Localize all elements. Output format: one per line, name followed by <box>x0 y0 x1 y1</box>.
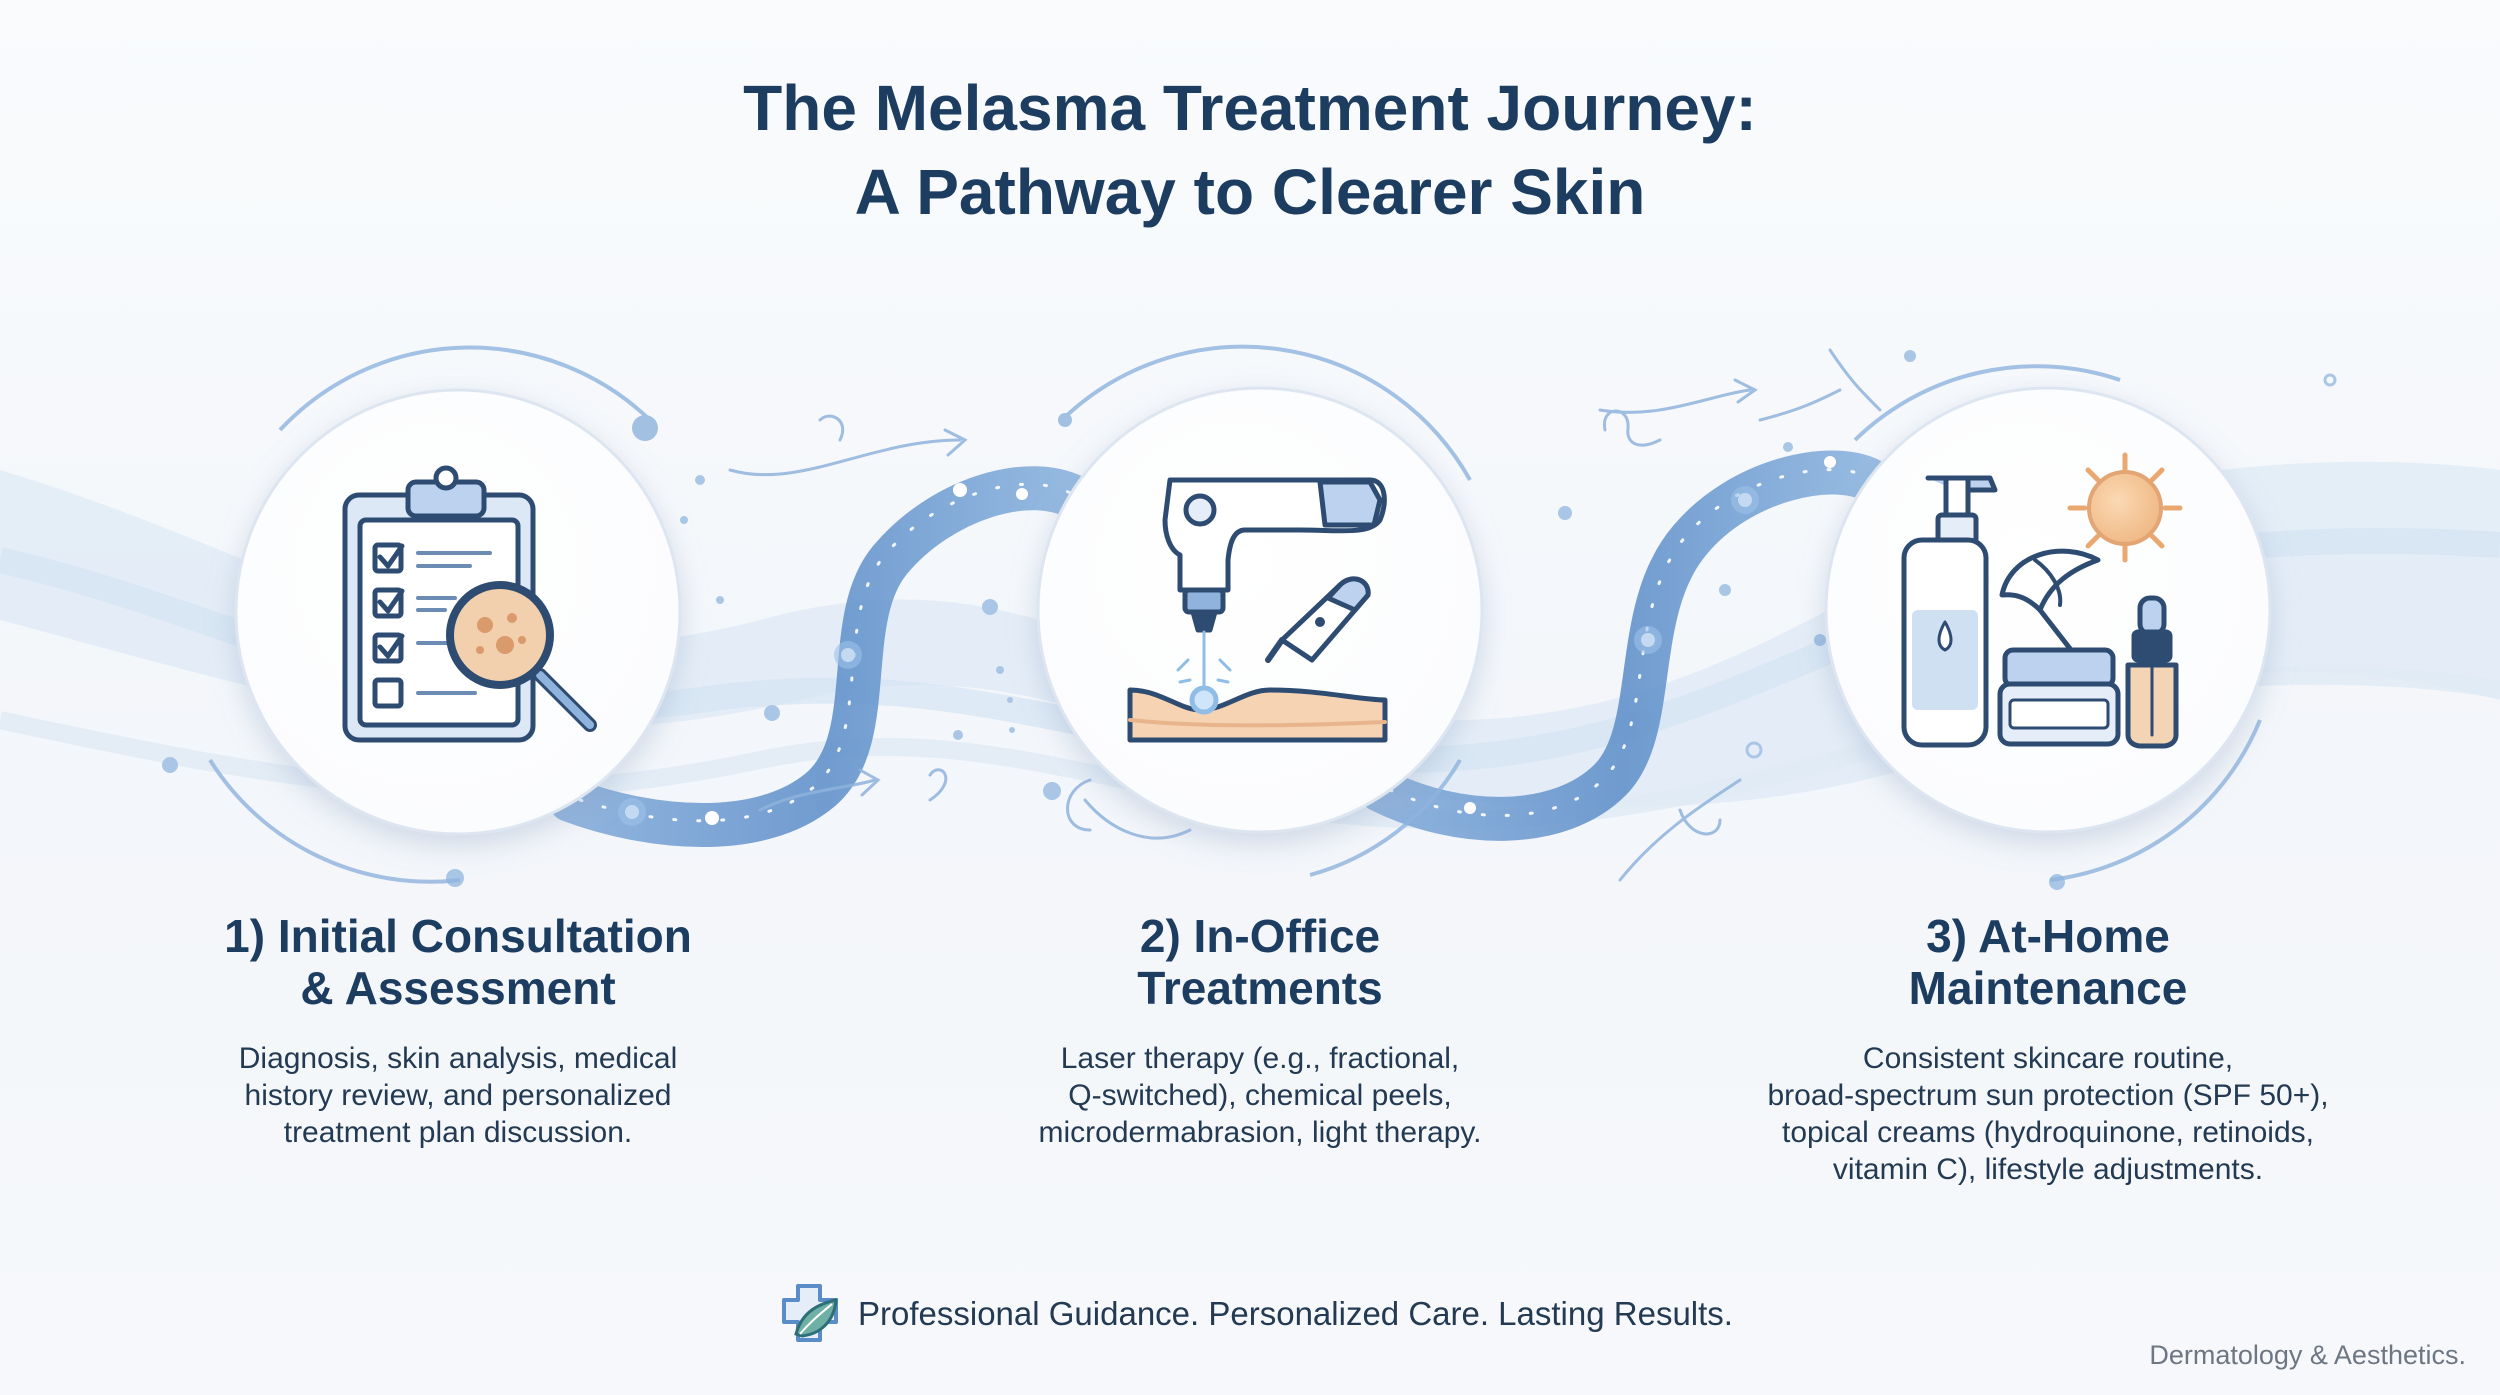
step-3-description-line: broad-spectrum sun protection (SPF 50+), <box>1767 1079 2329 1112</box>
step-2-title-line-1: 2) In-Office <box>1139 910 1381 962</box>
step-3-title-line-2: Maintenance <box>1908 962 2188 1014</box>
step-3-title: 3) At-Home Maintenance <box>1738 910 2358 1014</box>
skincare-products-sun-icon <box>1901 452 2183 749</box>
clipboard-magnifier-icon <box>342 465 597 743</box>
step-2-description-line: Q-switched), chemical peels, <box>1068 1079 1452 1112</box>
footer: Professional Guidance. Personalized Care… <box>778 1282 1733 1346</box>
step-2-title-line-2: Treatments <box>1137 962 1383 1014</box>
decorative-arrows <box>728 348 1882 882</box>
step-1-description-line: history review, and personalized <box>244 1079 672 1112</box>
step-1: 1) Initial Consultation & Assessment Dia… <box>148 910 768 1151</box>
step-2-description-line: Laser therapy (e.g., fractional, <box>1060 1042 1460 1075</box>
step-2: 2) In-Office Treatments Laser therapy (e… <box>950 910 1570 1151</box>
step-3-description-line: topical creams (hydroquinone, retinoids, <box>1782 1116 2314 1149</box>
step-3-title-line-1: 3) At-Home <box>1926 910 2170 962</box>
laser-device-icon <box>1127 477 1388 743</box>
step-3-description-line: Consistent skincare routine, <box>1862 1042 2234 1075</box>
medical-cross-leaf-icon <box>782 1284 838 1342</box>
step-1-title-line-1: 1) Initial Consultation <box>224 910 692 962</box>
page-title-line-1: The Melasma Treatment Journey: <box>743 72 1757 144</box>
step-2-description-line: microdermabrasion, light therapy. <box>1038 1116 1482 1149</box>
step-2-title: 2) In-Office Treatments <box>950 910 1570 1014</box>
footer-tagline: Professional Guidance. Personalized Care… <box>858 1295 1733 1332</box>
step-2-description: Laser therapy (e.g., fractional, Q-switc… <box>950 1040 1570 1151</box>
step-3-description-line: vitamin C), lifestyle adjustments. <box>1832 1153 2264 1186</box>
page-title-line-2: A Pathway to Clearer Skin <box>854 156 1646 228</box>
brand-label: Dermatology & Aesthetics. <box>2149 1340 2466 1370</box>
step-1-description: Diagnosis, skin analysis, medical histor… <box>148 1040 768 1151</box>
step-3-description: Consistent skincare routine, broad-spect… <box>1738 1040 2358 1188</box>
connecting-ribbon <box>548 450 1892 847</box>
step-1-description-line: treatment plan discussion. <box>283 1116 633 1149</box>
step-1-title-line-2: & Assessment <box>300 962 616 1014</box>
step-3: 3) At-Home Maintenance Consistent skinca… <box>1738 910 2358 1188</box>
step-1-title: 1) Initial Consultation & Assessment <box>148 910 768 1014</box>
circle-orbit-arcs <box>208 344 2262 884</box>
step-1-description-line: Diagnosis, skin analysis, medical <box>238 1042 678 1075</box>
